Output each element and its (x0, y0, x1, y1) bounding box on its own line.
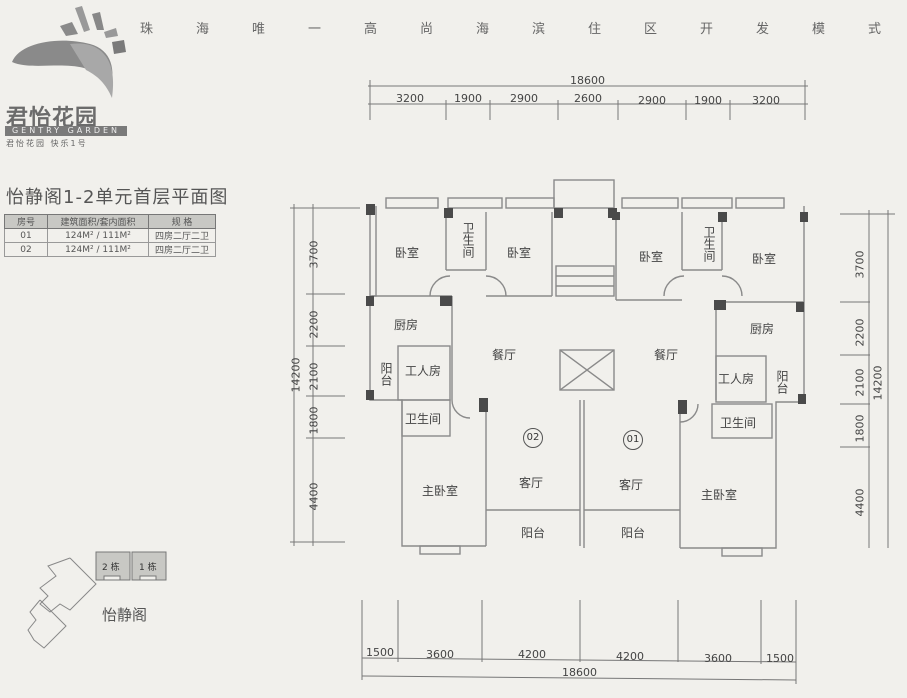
room-bathroom: 卫生间 (702, 226, 716, 262)
key-plan-label: 怡静阁 (102, 606, 148, 624)
table-row: 02 124M² / 111M² 四房二厅二卫 (4, 242, 216, 257)
room-bedroom: 卧室 (395, 246, 420, 260)
room-balcony: 阳台 (521, 526, 546, 540)
spec-table-header: 房号 建筑面积/套内面积 规 格 (4, 214, 216, 229)
room-living: 客厅 (519, 476, 544, 490)
slogan-char: 式 (868, 22, 882, 37)
logo: 君怡花园 GENTRY GARDEN 君怡花园 快乐1号 (0, 0, 130, 152)
unit-badge: 01 (623, 430, 643, 450)
dim-right: 1800 (853, 414, 867, 443)
room-living: 客厅 (619, 478, 644, 492)
dim-top: 2900 (638, 94, 666, 107)
room-balcony-small: 阳台 (775, 370, 789, 394)
slogan-char: 住 (588, 22, 602, 37)
dim-top: 1900 (454, 92, 482, 105)
slogan-char: 滨 (532, 22, 546, 37)
slogan-char: 开 (700, 22, 714, 37)
dim-bottom: 3600 (704, 652, 732, 665)
room-balcony-small: 阳台 (379, 362, 393, 386)
slogan-char: 唯 (252, 22, 266, 37)
dim-left: 4400 (307, 482, 321, 511)
room-dining: 餐厅 (492, 348, 517, 362)
slogan-char: 海 (196, 22, 210, 37)
spec-table: 房号 建筑面积/套内面积 规 格 01 124M² / 111M² 四房二厅二卫… (4, 214, 216, 257)
dim-top: 2900 (510, 92, 538, 105)
unit-badge: 02 (523, 428, 543, 448)
dim-bottom: 4200 (616, 650, 644, 663)
dim-right-total: 14200 (871, 365, 885, 401)
dim-left: 2200 (307, 310, 321, 339)
header-slogan: 珠海唯一高尚海滨住区开发模式 (140, 18, 907, 37)
key-plan-building-1: 1 栋 (139, 563, 157, 573)
room-kitchen: 厨房 (394, 318, 419, 332)
room-balcony: 阳台 (621, 526, 646, 540)
dim-top-total: 18600 (570, 74, 605, 87)
room-dining: 餐厅 (654, 348, 679, 362)
header-unit: 房号 (4, 214, 48, 229)
dim-bottom-total: 18600 (562, 666, 597, 679)
dim-right: 2200 (853, 318, 867, 347)
dim-right: 2100 (853, 368, 867, 397)
plan-title: 怡静阁1-2单元首层平面图 (6, 187, 229, 208)
dim-left: 3700 (307, 240, 321, 269)
slogan-char: 尚 (420, 22, 434, 37)
logo-name-en: GENTRY GARDEN (5, 126, 127, 136)
key-plan-building-2: 2 栋 (102, 563, 120, 573)
key-plan-outline (27, 557, 97, 649)
dim-left: 2100 (307, 362, 321, 391)
slogan-char: 一 (308, 22, 322, 37)
dim-bottom: 1500 (366, 646, 394, 659)
dim-left-total: 14200 (289, 357, 303, 393)
room-master-bedroom: 主卧室 (701, 488, 738, 502)
key-plan-buildings (95, 551, 167, 581)
slogan-char: 珠 (140, 22, 154, 37)
room-master-bedroom: 主卧室 (422, 484, 459, 498)
header-layout: 规 格 (148, 214, 216, 229)
slogan-char: 模 (812, 22, 826, 37)
dim-top: 1900 (694, 94, 722, 107)
room-bathroom: 卫生间 (461, 222, 475, 258)
dim-top: 3200 (752, 94, 780, 107)
structural-columns (366, 204, 808, 414)
slogan-char: 发 (756, 22, 770, 37)
room-maid: 工人房 (718, 372, 755, 386)
dim-bottom: 1500 (766, 652, 794, 665)
logo-emblem-icon (12, 6, 126, 98)
dim-top: 3200 (396, 92, 424, 105)
cell-layout: 四房二厅二卫 (148, 242, 216, 257)
dim-left: 1800 (307, 406, 321, 435)
logo-tagline: 君怡花园 快乐1号 (6, 139, 88, 148)
dim-right: 4400 (853, 488, 867, 517)
slogan-char: 区 (644, 22, 658, 37)
room-bedroom: 卧室 (507, 246, 532, 260)
room-bathroom: 卫生间 (405, 412, 442, 426)
dim-top: 2600 (574, 92, 602, 105)
room-bedroom: 卧室 (639, 250, 664, 264)
room-maid: 工人房 (405, 364, 442, 378)
slogan-char: 海 (476, 22, 490, 37)
dim-bottom: 4200 (518, 648, 546, 661)
room-kitchen: 厨房 (750, 322, 775, 336)
room-bathroom: 卫生间 (720, 416, 757, 430)
dim-bottom: 3600 (426, 648, 454, 661)
slogan-char: 高 (364, 22, 378, 37)
room-bedroom: 卧室 (752, 252, 777, 266)
dim-right: 3700 (853, 250, 867, 279)
